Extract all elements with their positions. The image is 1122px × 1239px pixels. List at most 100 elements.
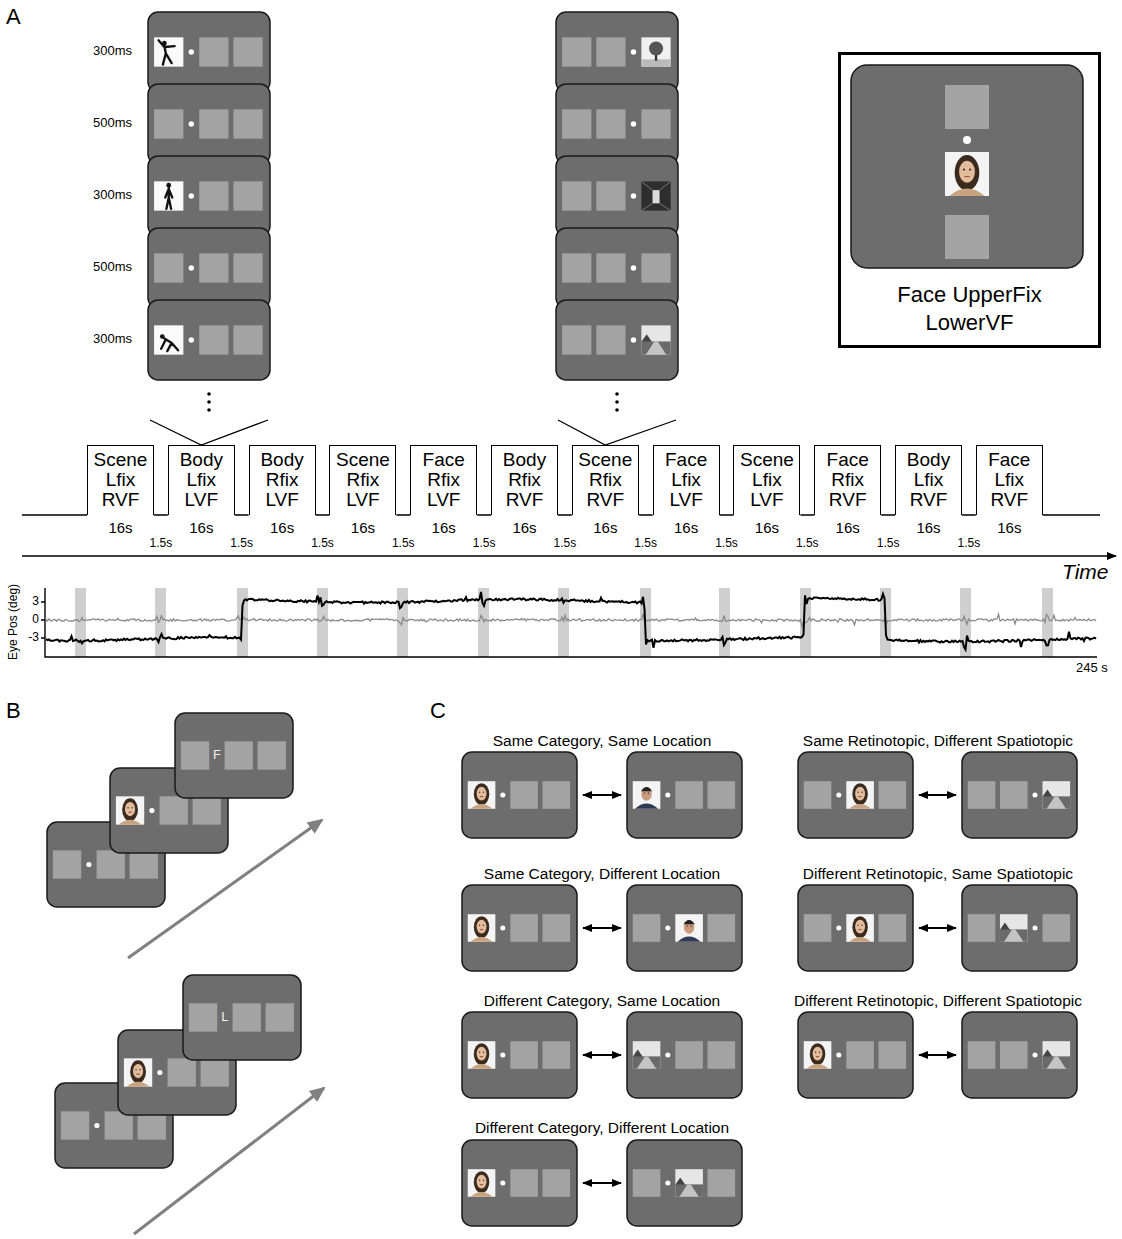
gap-duration: 1.5s: [634, 537, 657, 551]
placeholder-square: [945, 215, 989, 259]
placeholder-square: [596, 37, 625, 66]
photo-ground: [468, 1169, 496, 1197]
placeholder-square: [233, 1003, 261, 1031]
fixation-dot: [189, 49, 194, 54]
gap-duration: 1.5s: [958, 537, 981, 551]
face-shoulders: [471, 1064, 493, 1069]
block-duration: 16s: [836, 519, 860, 536]
screen: [462, 1012, 577, 1098]
body-figure: [158, 40, 174, 64]
placeholder-square: [510, 914, 538, 942]
face-mouth: [480, 796, 483, 797]
duration-label: 300ms: [93, 332, 132, 347]
placeholder-square: [543, 781, 571, 809]
placeholder-square: [968, 781, 996, 809]
face-eye: [479, 792, 480, 793]
fixation-dot: [1032, 1052, 1037, 1057]
comparison-arrow: [919, 794, 956, 796]
inset-box: Face UpperFix LowerVF: [838, 52, 1101, 348]
block-text: Face Rfix RVF: [816, 450, 879, 510]
screen-frame: [148, 228, 270, 308]
face-hair: [122, 798, 138, 821]
tick-label: -3: [28, 631, 39, 645]
screen: [462, 885, 577, 971]
placeholder-square: [1000, 781, 1028, 809]
screen: [556, 84, 678, 164]
comparison-arrow: [583, 794, 621, 796]
placeholder-square: [641, 109, 670, 138]
face-mouth: [480, 929, 483, 930]
screen: [462, 752, 577, 838]
face-hair: [955, 155, 980, 190]
placeholder-square: [945, 85, 989, 129]
placeholder-square: [258, 741, 286, 769]
placeholder-square: [562, 181, 591, 210]
placeholder-square: [61, 1111, 89, 1139]
gap-band: [75, 588, 86, 657]
block-duration: 16s: [755, 519, 779, 536]
placeholder-square: [708, 781, 736, 809]
face-skin: [477, 787, 487, 801]
scene-ground: [633, 1056, 661, 1068]
duration-label: 300ms: [93, 44, 132, 59]
placeholder-square: [633, 1169, 661, 1197]
comparison-title: Different Retinotopic, Same Spatiotopic: [803, 865, 1073, 883]
screen: [148, 156, 270, 236]
comparison-title: Different Category, Same Location: [484, 992, 720, 1010]
face-eye: [815, 1052, 816, 1053]
zoom-lines: [150, 420, 268, 445]
screen: [556, 12, 678, 92]
task-letter: L: [221, 1010, 228, 1025]
placeholder-square: [510, 781, 538, 809]
face-hair: [810, 1043, 825, 1065]
block-duration: 16s: [916, 519, 940, 536]
task-letter: F: [213, 748, 221, 763]
screen: [798, 1012, 913, 1098]
placeholder-square: [596, 253, 625, 282]
face-shoulders: [807, 1064, 829, 1069]
screen-frame: [627, 1012, 742, 1098]
face-hair: [474, 783, 489, 805]
screen: [556, 300, 678, 380]
placeholder-square: [596, 325, 625, 354]
placeholder-square: [199, 37, 228, 66]
screen-frame: [183, 975, 301, 1060]
face-shoulders: [471, 937, 493, 942]
fixation-dot: [189, 121, 194, 126]
ellipsis-dot: [207, 408, 211, 412]
scene-sky: [675, 1169, 703, 1197]
face-eye: [648, 792, 649, 793]
placeholder-square: [233, 253, 262, 282]
screen: [175, 713, 293, 798]
screen-frame: [556, 84, 678, 164]
screen: [798, 752, 913, 838]
screen-frame: [462, 1140, 577, 1226]
placeholder-square: [233, 109, 262, 138]
face-eye: [135, 1069, 136, 1070]
scene-tree: [1043, 1049, 1053, 1056]
screen-frame: [175, 713, 293, 798]
face-skin: [813, 1047, 823, 1061]
face-mouth: [480, 1056, 483, 1057]
face-eye: [644, 792, 645, 793]
placeholder-square: [968, 1041, 996, 1069]
timeline-baseline: [22, 514, 1100, 516]
screen: [627, 1140, 742, 1226]
face-shoulders: [127, 1082, 150, 1087]
face-mouth: [858, 929, 861, 930]
face-shoulders: [471, 1192, 493, 1197]
face-mouth: [128, 812, 131, 813]
block-duration: 16s: [593, 519, 617, 536]
face-eye: [483, 925, 484, 926]
placeholder-square: [199, 181, 228, 210]
placeholder-square: [510, 1169, 538, 1197]
body-figure: [161, 338, 178, 351]
placeholder-square: [804, 781, 832, 809]
placeholder-square: [233, 181, 262, 210]
screen: [627, 1012, 742, 1098]
scene-sky: [1043, 781, 1071, 809]
placeholder-square: [1043, 914, 1071, 942]
face-hair: [130, 1060, 146, 1083]
face-hair: [641, 787, 652, 791]
photo-ground: [945, 152, 989, 196]
